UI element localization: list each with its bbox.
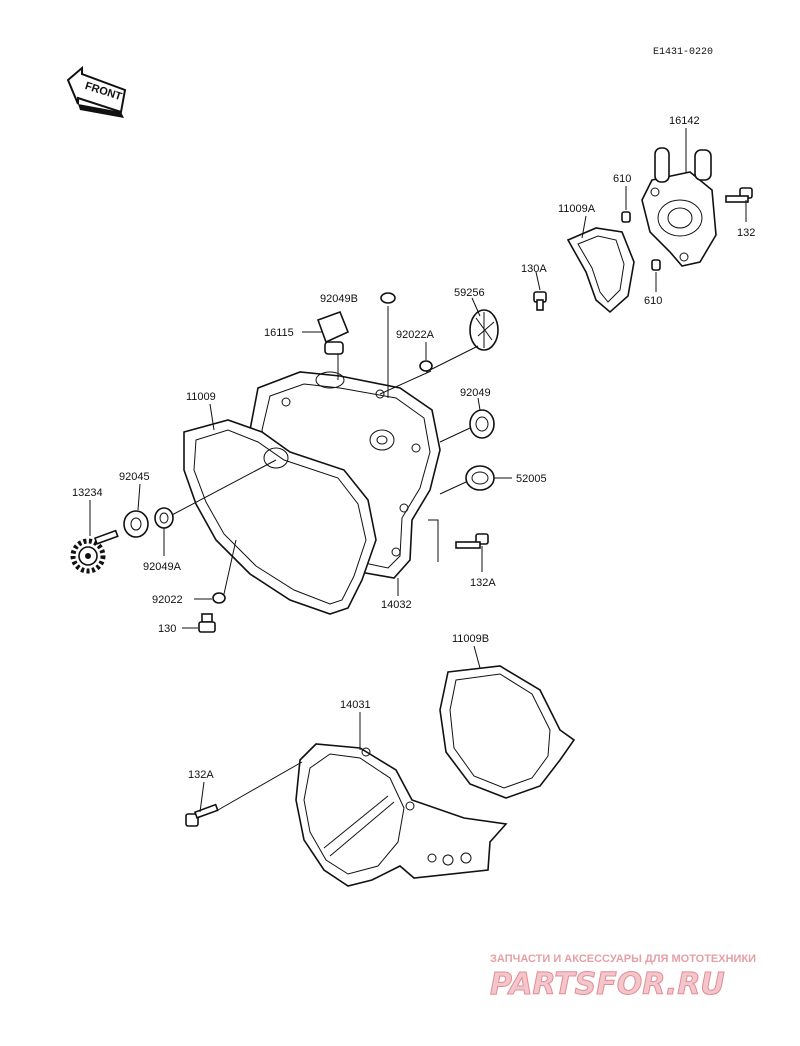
oil-seal-92049a-part (154, 507, 174, 529)
bolt-130-part (198, 613, 216, 633)
label-92049a: 92049A (143, 561, 182, 573)
dowel-610-part (621, 211, 631, 223)
watermark-tagline: ЗАПЧАСТИ И АКСЕССУАРЫ ДЛЯ МОТОТЕХНИКИ (490, 953, 756, 965)
impeller-59256-part (469, 309, 499, 351)
label-610-top: 610 (613, 173, 631, 185)
outer-cover-14031-part (295, 743, 508, 887)
oil-filler-cap-16115-part (316, 310, 350, 355)
label-132a-upper: 132A (470, 577, 496, 589)
label-11009a: 11009A (558, 203, 596, 215)
label-92049: 92049 (460, 387, 491, 399)
label-13234: 13234 (72, 487, 103, 499)
dowel-610-lower-part (651, 259, 661, 271)
bearing-92045-part (123, 510, 149, 538)
label-132a-lower: 132A (188, 769, 214, 781)
label-52005: 52005 (516, 473, 547, 485)
bolt-132a-lower-part (185, 803, 219, 827)
label-92022a: 92022A (396, 329, 435, 341)
diagram-code: E1431-0220 (653, 47, 713, 58)
label-16115: 16115 (264, 327, 294, 339)
label-14032: 14032 (381, 599, 412, 611)
bolt-130a-part (533, 291, 547, 311)
water-pump-cover-part (641, 147, 717, 267)
gasket-11009a-part (566, 227, 635, 314)
washer-92049b-part (380, 292, 396, 304)
watermark-logo: PARTSFOR.RU (490, 967, 725, 1002)
bolt-132a-upper-part (455, 533, 489, 549)
bearing-52005-part (465, 465, 495, 491)
label-14031: 14031 (340, 699, 371, 711)
label-59256: 59256 (454, 287, 485, 299)
gasket-11009b-part (439, 665, 576, 799)
front-arrow-icon: FRONT (66, 65, 127, 118)
label-610-bottom: 610 (644, 295, 662, 307)
label-92049b: 92049B (320, 293, 358, 305)
washer-92022-part (212, 592, 226, 604)
label-11009: 11009 (186, 391, 216, 403)
label-16142: 16142 (669, 115, 700, 127)
gasket-11009-part (183, 419, 377, 615)
label-132: 132 (737, 227, 755, 239)
washer-92022a-part (419, 360, 433, 372)
label-92045: 92045 (119, 471, 150, 483)
label-130a: 130A (521, 263, 547, 275)
label-92022: 92022 (152, 594, 183, 606)
label-130: 130 (158, 623, 176, 635)
bolt-132-part (725, 187, 753, 203)
oil-seal-92049-part (469, 409, 495, 439)
label-11009b: 11009B (452, 633, 489, 645)
sprocket-13234-part (70, 529, 119, 574)
